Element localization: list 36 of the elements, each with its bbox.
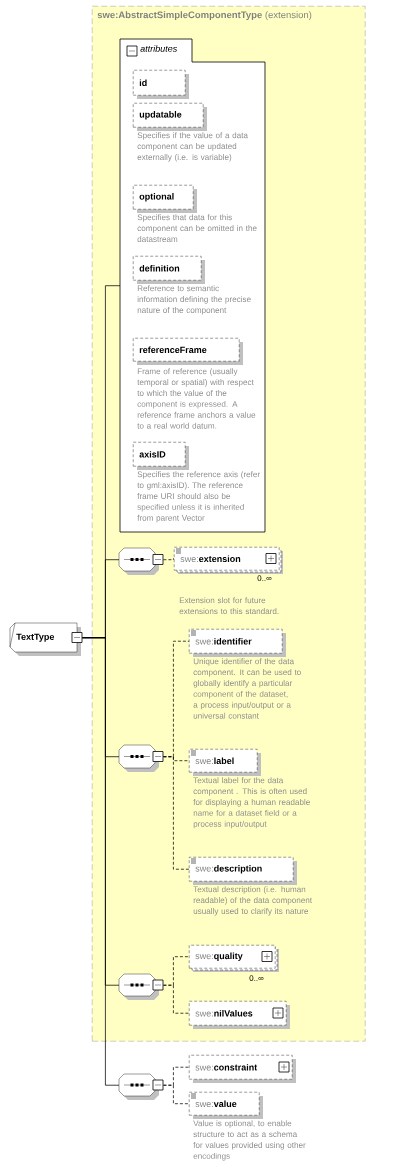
connector-line xyxy=(163,756,190,870)
attribute-box: referenceFrame xyxy=(133,338,243,365)
attribute-box: updatable xyxy=(133,103,207,131)
sequence-symbol xyxy=(118,973,164,1000)
occurrence-label: 0..∞ xyxy=(257,575,272,581)
element-box: swe:description xyxy=(189,857,297,885)
description-text: Textual description (i.e. human readable) of the data component usually used to clarify its nature xyxy=(193,886,312,916)
element-box: swe:quality xyxy=(189,945,279,972)
element-box: swe:value xyxy=(189,1092,263,1119)
sequence-symbol xyxy=(118,744,164,772)
type-box: TextType xyxy=(9,622,83,656)
attribute-box: axisID xyxy=(133,442,189,470)
connector-line xyxy=(163,558,175,561)
attribute-box: definition xyxy=(133,256,205,284)
description-text: Value is optional, to enable structure to act as a schema for values provided using other encodings xyxy=(193,1120,306,1161)
connector-line xyxy=(82,637,120,1086)
description-text: Unique identifier of the data component. It can be used to globally identify a particular component of the dataset, a process input/output or a universal constant xyxy=(193,658,301,719)
connector-line xyxy=(163,1084,190,1105)
connector-line xyxy=(163,984,190,1014)
description-text: Specifies the reference axis (refer to gml:axisID). The reference frame URI should also be specified unless it is inherited from parent Vector xyxy=(137,471,260,523)
description-text: Extension slot for future extensions to this standard. xyxy=(179,597,279,615)
description-text: Specifies that data for this component can be omitted in the datastream xyxy=(137,214,257,242)
attribute-box: id xyxy=(133,70,189,99)
occurrence-label: 0..∞ xyxy=(249,975,264,981)
description-text: Textual label for the data component . This is often used for displaying a human readable name for a dataset field or a process input/output xyxy=(193,777,310,829)
element-box: swe:nilValues xyxy=(189,1001,290,1029)
attribute-box: optional xyxy=(133,185,197,213)
description-text: Reference to semantic information defining the precise nature of the component xyxy=(137,285,251,315)
element-box: swe:identifier xyxy=(189,629,286,657)
description-text: Specifies if the value of a data component can be updated externally (i.e. is variable) xyxy=(137,132,248,162)
description-text: Frame of reference (usually temporal or spatial) with respect to which the value of the component is expressed. A reference frame anchors a value to a real world datum. xyxy=(137,368,256,429)
sequence-symbol xyxy=(118,1073,164,1100)
element-box: swe:constraint xyxy=(189,1055,296,1083)
sequence-symbol xyxy=(118,547,164,575)
element-box: swe:label xyxy=(189,749,261,776)
element-box: swe:extension xyxy=(174,547,283,574)
